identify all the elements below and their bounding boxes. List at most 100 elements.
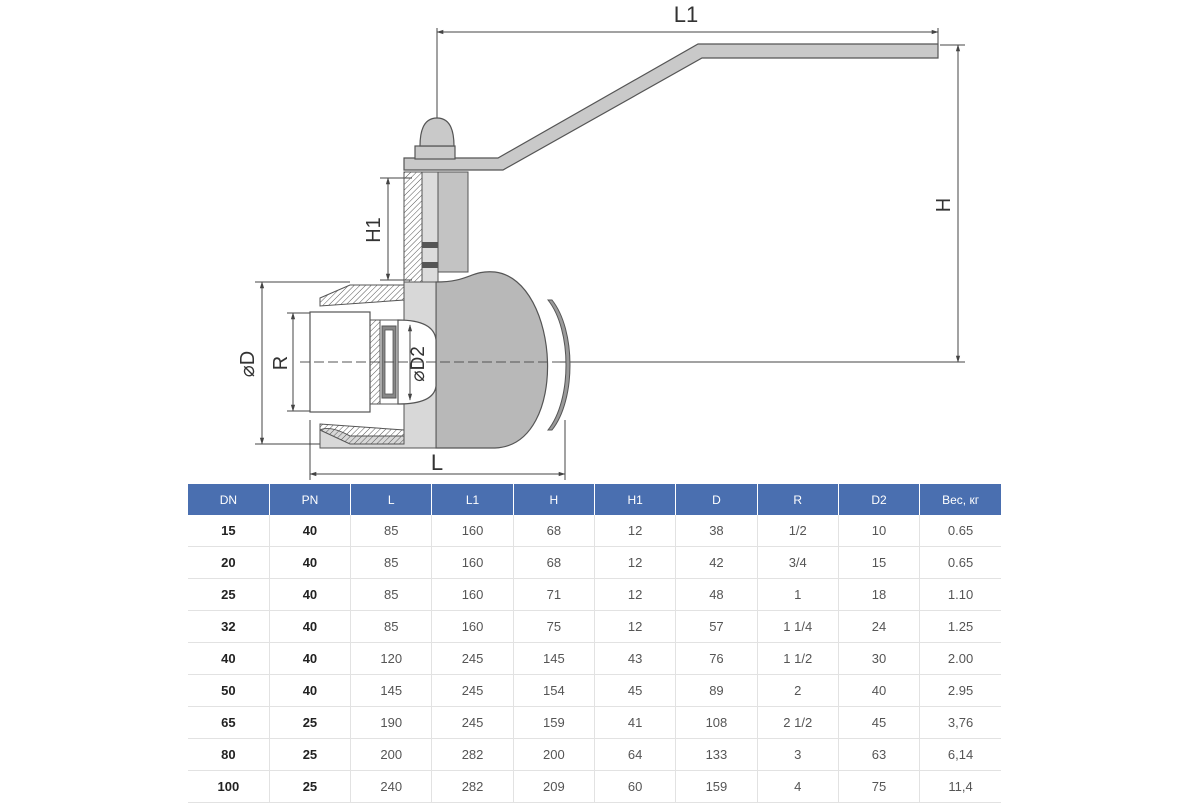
cell-pn: 40 <box>269 578 352 611</box>
cell-d: 48 <box>675 578 758 611</box>
cell-l1: 282 <box>431 770 514 803</box>
cell-dn: 50 <box>188 674 270 707</box>
dimension-d2: ⌀D2 <box>407 324 429 401</box>
cell-d: 38 <box>675 515 758 547</box>
cell-pn: 40 <box>269 610 352 643</box>
cell-l1: 160 <box>431 578 514 611</box>
cell-pn: 40 <box>269 515 352 547</box>
cell-h: 71 <box>513 578 595 611</box>
label-l: L <box>431 450 443 475</box>
cell-h1: 60 <box>594 770 677 803</box>
cell-l: 200 <box>350 738 433 771</box>
dimension-l1: L1 <box>436 2 939 165</box>
cell-r: 3/4 <box>757 546 839 579</box>
cell-d: 108 <box>675 706 758 739</box>
cell-h: 159 <box>513 706 595 739</box>
cell-dn: 40 <box>188 642 270 675</box>
cell-l1: 160 <box>431 546 514 579</box>
cell-dn: 32 <box>188 610 270 643</box>
cell-d2: 15 <box>838 546 921 579</box>
cell-d: 133 <box>675 738 758 771</box>
cell-d: 159 <box>675 770 758 803</box>
dimension-r: R <box>270 312 312 412</box>
cell-pn: 25 <box>269 706 352 739</box>
label-l1: L1 <box>674 2 698 27</box>
cell-d2: 63 <box>838 738 921 771</box>
cell-h1: 43 <box>594 642 677 675</box>
cell-l: 85 <box>350 546 433 579</box>
header-r: R <box>757 484 839 515</box>
cell-weight: 11,4 <box>919 770 1001 803</box>
cell-r: 2 1/2 <box>757 706 839 739</box>
cell-d: 76 <box>675 642 758 675</box>
label-h1: H1 <box>363 217 385 243</box>
cell-pn: 40 <box>269 642 352 675</box>
cell-dn: 15 <box>188 515 270 547</box>
cell-r: 1 1/2 <box>757 642 839 675</box>
header-weight: Вес, кг <box>919 484 1001 515</box>
label-h: H <box>933 198 955 212</box>
cell-l: 85 <box>350 515 433 547</box>
cell-weight: 1.25 <box>919 610 1001 643</box>
header-h1: H1 <box>594 484 677 515</box>
cell-h1: 45 <box>594 674 677 707</box>
cell-h: 209 <box>513 770 595 803</box>
cell-r: 3 <box>757 738 839 771</box>
cell-d2: 18 <box>838 578 921 611</box>
cell-d2: 10 <box>838 515 921 547</box>
cell-weight: 3,76 <box>919 706 1001 739</box>
header-d: D <box>675 484 758 515</box>
ball-valve-drawing: L1 H H1 ⌀D R L <box>237 2 965 480</box>
cell-pn: 25 <box>269 770 352 803</box>
cell-l: 85 <box>350 578 433 611</box>
cell-r: 4 <box>757 770 839 803</box>
cell-h1: 64 <box>594 738 677 771</box>
cell-d2: 30 <box>838 642 921 675</box>
cell-l: 190 <box>350 706 433 739</box>
dimension-l: L <box>309 420 566 480</box>
cell-l1: 160 <box>431 610 514 643</box>
cell-r: 2 <box>757 674 839 707</box>
cell-l: 85 <box>350 610 433 643</box>
label-d: ⌀D <box>237 351 259 377</box>
cell-weight: 6,14 <box>919 738 1001 771</box>
header-l: L <box>350 484 433 515</box>
cell-pn: 40 <box>269 674 352 707</box>
cell-d2: 45 <box>838 706 921 739</box>
valve-inlet <box>300 311 560 413</box>
cell-weight: 2.00 <box>919 642 1001 675</box>
cell-h: 75 <box>513 610 595 643</box>
dimension-d: ⌀D <box>237 281 350 445</box>
cell-l1: 245 <box>431 706 514 739</box>
cell-h: 200 <box>513 738 595 771</box>
cell-d: 89 <box>675 674 758 707</box>
label-r: R <box>270 356 292 370</box>
cell-dn: 25 <box>188 578 270 611</box>
cell-dn: 80 <box>188 738 270 771</box>
cell-h1: 12 <box>594 515 677 547</box>
cell-r: 1 <box>757 578 839 611</box>
valve-stem <box>403 171 469 303</box>
cell-l1: 160 <box>431 515 514 547</box>
cell-l: 240 <box>350 770 433 803</box>
cell-h: 154 <box>513 674 595 707</box>
cell-l1: 245 <box>431 642 514 675</box>
table-header-row: DN PN L L1 H H1 D R D2 Вес, кг <box>188 484 1001 515</box>
cell-weight: 1.10 <box>919 578 1001 611</box>
header-l1: L1 <box>431 484 514 515</box>
cell-dn: 65 <box>188 706 270 739</box>
cell-l: 145 <box>350 674 433 707</box>
cell-d2: 75 <box>838 770 921 803</box>
cell-pn: 25 <box>269 738 352 771</box>
cell-l1: 245 <box>431 674 514 707</box>
cell-d: 42 <box>675 546 758 579</box>
dimension-h: H <box>560 44 965 363</box>
